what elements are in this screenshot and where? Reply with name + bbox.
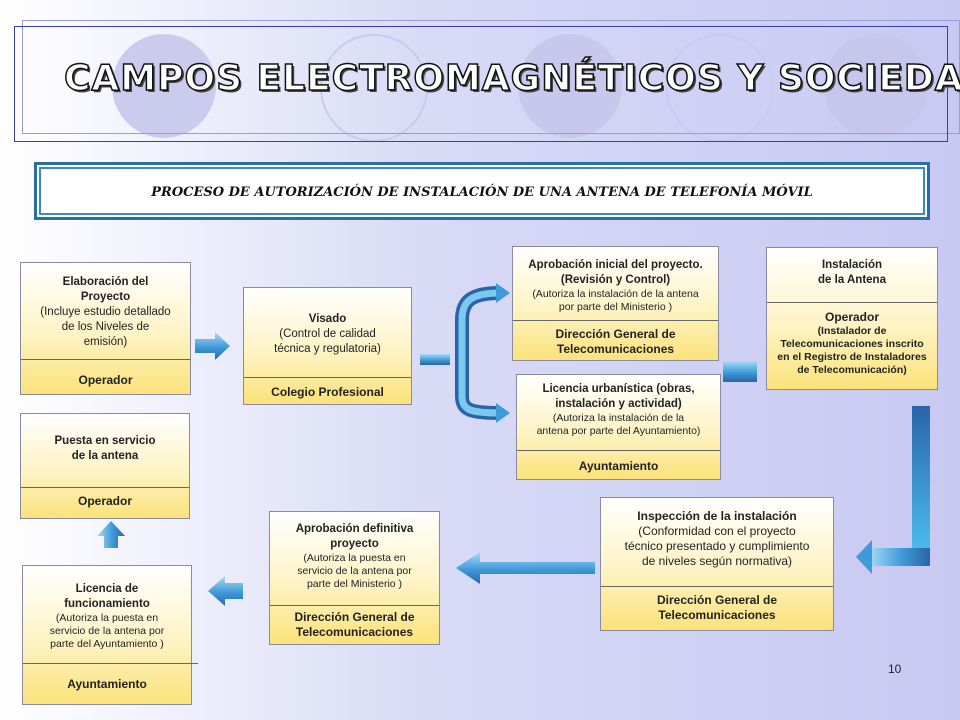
box-text: parte del Ministerio ) (306, 578, 403, 590)
box-heading: instalación y actividad) (555, 398, 682, 410)
box-actor-line: Telecomunicaciones (658, 608, 776, 622)
arrow-up-icon (97, 521, 125, 548)
box-text: (Autoriza la instalación de la antena (532, 288, 699, 300)
box-description: Aprobación inicial del proyecto. (Revisi… (513, 258, 718, 314)
box-heading: Licencia de (75, 583, 139, 595)
box-text: técnica y regulatoria) (274, 343, 381, 355)
box-actor-line: Dirección General de (294, 610, 415, 624)
box-text: técnico presentado y cumplimiento (624, 539, 810, 553)
box-heading: Aprobación inicial del proyecto. (528, 259, 703, 271)
box-text: antena por parte del Ayuntamiento) (536, 425, 701, 437)
box-heading: funcionamiento (64, 598, 150, 610)
box-actor: Operador (78, 373, 133, 387)
box-text: (Conformidad con el proyecto (638, 524, 796, 538)
decorative-circle (824, 34, 928, 138)
box-puesta-en-servicio: Puesta en servicio de la antena Operador (20, 413, 190, 519)
box-description: Inspección de la instalación (Conformida… (601, 509, 833, 569)
box-text: por parte del Ministerio ) (558, 301, 673, 313)
box-text: (Autoriza la puesta en (303, 552, 406, 564)
box-text: de niveles según normativa) (641, 554, 793, 568)
box-actor: Dirección General de Telecomunicaciones (513, 327, 718, 357)
box-inspeccion: Inspección de la instalación (Conformida… (600, 497, 834, 631)
box-heading: Visado (308, 313, 347, 325)
box-text: de los Niveles de (61, 321, 150, 333)
arrow-left-icon (208, 576, 243, 606)
box-actor-line: de Telecomunicación) (797, 364, 907, 376)
box-licencia-funcionamiento: Licencia de funcionamiento (Autoriza la … (22, 565, 198, 705)
divider (767, 302, 937, 303)
divider (244, 377, 411, 378)
box-actor: Operador (Instalador de Telecomunicacion… (767, 310, 937, 377)
box-instalacion-antena: Instalación de la Antena Operador (Insta… (766, 247, 938, 390)
box-heading: (Revisión y Control) (560, 274, 671, 286)
fork-bracket-icon (455, 283, 510, 423)
arrow-right-icon (195, 332, 230, 360)
box-actor: Operador (77, 494, 132, 508)
box-actor-line: Dirección General de (656, 593, 778, 607)
box-actor-line: Dirección General de (555, 327, 676, 341)
box-aprobacion-definitiva: Aprobación definitiva proyecto (Autoriza… (269, 511, 440, 645)
box-aprobacion-inicial: Aprobación inicial del proyecto. (Revisi… (512, 246, 719, 361)
box-elaboracion-proyecto: Elaboración del Proyecto (Incluye estudi… (20, 262, 191, 395)
box-text: servicio de la antena por (49, 625, 165, 637)
box-visado: Visado (Control de calidad técnica y reg… (243, 287, 412, 405)
box-heading: Aprobación definitiva (295, 523, 414, 535)
arrow-right-icon (420, 354, 450, 365)
box-heading: Licencia urbanística (obras, (542, 383, 695, 395)
decorative-circle (112, 34, 216, 138)
box-heading: Elaboración del (62, 276, 149, 288)
box-text: (Control de calidad (279, 328, 376, 340)
divider (601, 586, 833, 587)
box-text: parte del Ayuntamiento ) (50, 638, 164, 650)
box-text: (Autoriza la instalación de la (552, 412, 685, 424)
box-heading: Proyecto (80, 291, 131, 303)
box-licencia-urbanistica: Licencia urbanística (obras, instalación… (516, 374, 721, 480)
box-description: Puesta en servicio de la antena (21, 434, 189, 464)
divider (21, 487, 189, 488)
box-actor-line: (Instalador de (817, 325, 887, 337)
box-heading: Inspección de la instalación (637, 509, 797, 523)
divider (517, 450, 720, 451)
divider (23, 663, 198, 664)
box-description: Licencia urbanística (obras, instalación… (517, 382, 720, 438)
box-actor-line: Telecomunicaciones (295, 625, 414, 639)
box-text: emisión) (83, 336, 128, 348)
divider (270, 605, 439, 606)
box-heading: Puesta en servicio (54, 435, 156, 447)
page-number: 10 (888, 662, 902, 676)
box-heading: proyecto (330, 538, 379, 550)
box-text: servicio de la antena por (297, 565, 412, 577)
box-actor-line: Telecomunicaciones (556, 342, 675, 356)
subtitle-box: PROCESO DE AUTORIZACIÓN DE INSTALACIÓN D… (34, 162, 930, 220)
box-description: Aprobación definitiva proyecto (Autoriza… (270, 522, 439, 591)
box-heading: Instalación (821, 259, 883, 271)
subtitle: PROCESO DE AUTORIZACIÓN DE INSTALACIÓN D… (151, 185, 813, 200)
box-actor: Colegio Profesional (271, 385, 384, 399)
box-actor: Ayuntamiento (578, 459, 659, 473)
box-actor: Dirección General de Telecomunicaciones (601, 593, 833, 623)
divider (21, 359, 190, 360)
box-actor-line: Operador (824, 310, 879, 324)
box-description: Instalación de la Antena (767, 258, 937, 288)
box-heading: de la antena (71, 450, 139, 462)
arrow-right-icon (723, 361, 757, 382)
box-description: Licencia de funcionamiento (Autoriza la … (23, 582, 191, 651)
box-actor: Ayuntamiento (67, 677, 147, 691)
box-description: Visado (Control de calidad técnica y reg… (244, 312, 411, 357)
arrow-down-left-icon (856, 406, 930, 574)
decorative-circle (518, 34, 622, 138)
box-text: (Autoriza la puesta en (55, 612, 159, 624)
box-description: Elaboración del Proyecto (Incluye estudi… (21, 275, 190, 350)
box-heading: de la Antena (818, 274, 886, 286)
divider (513, 320, 718, 321)
arrow-left-icon (456, 552, 595, 584)
title-frame (14, 26, 948, 142)
box-actor-line: en el Registro de Instaladores (777, 351, 927, 363)
box-text: (Incluye estudio detallado (40, 306, 171, 318)
page-title: Campos Electromagnéticos y Sociedad (63, 57, 960, 100)
box-actor: Dirección General de Telecomunicaciones (270, 610, 439, 640)
box-actor-line: Telecomunicaciones inscrito (780, 338, 924, 350)
